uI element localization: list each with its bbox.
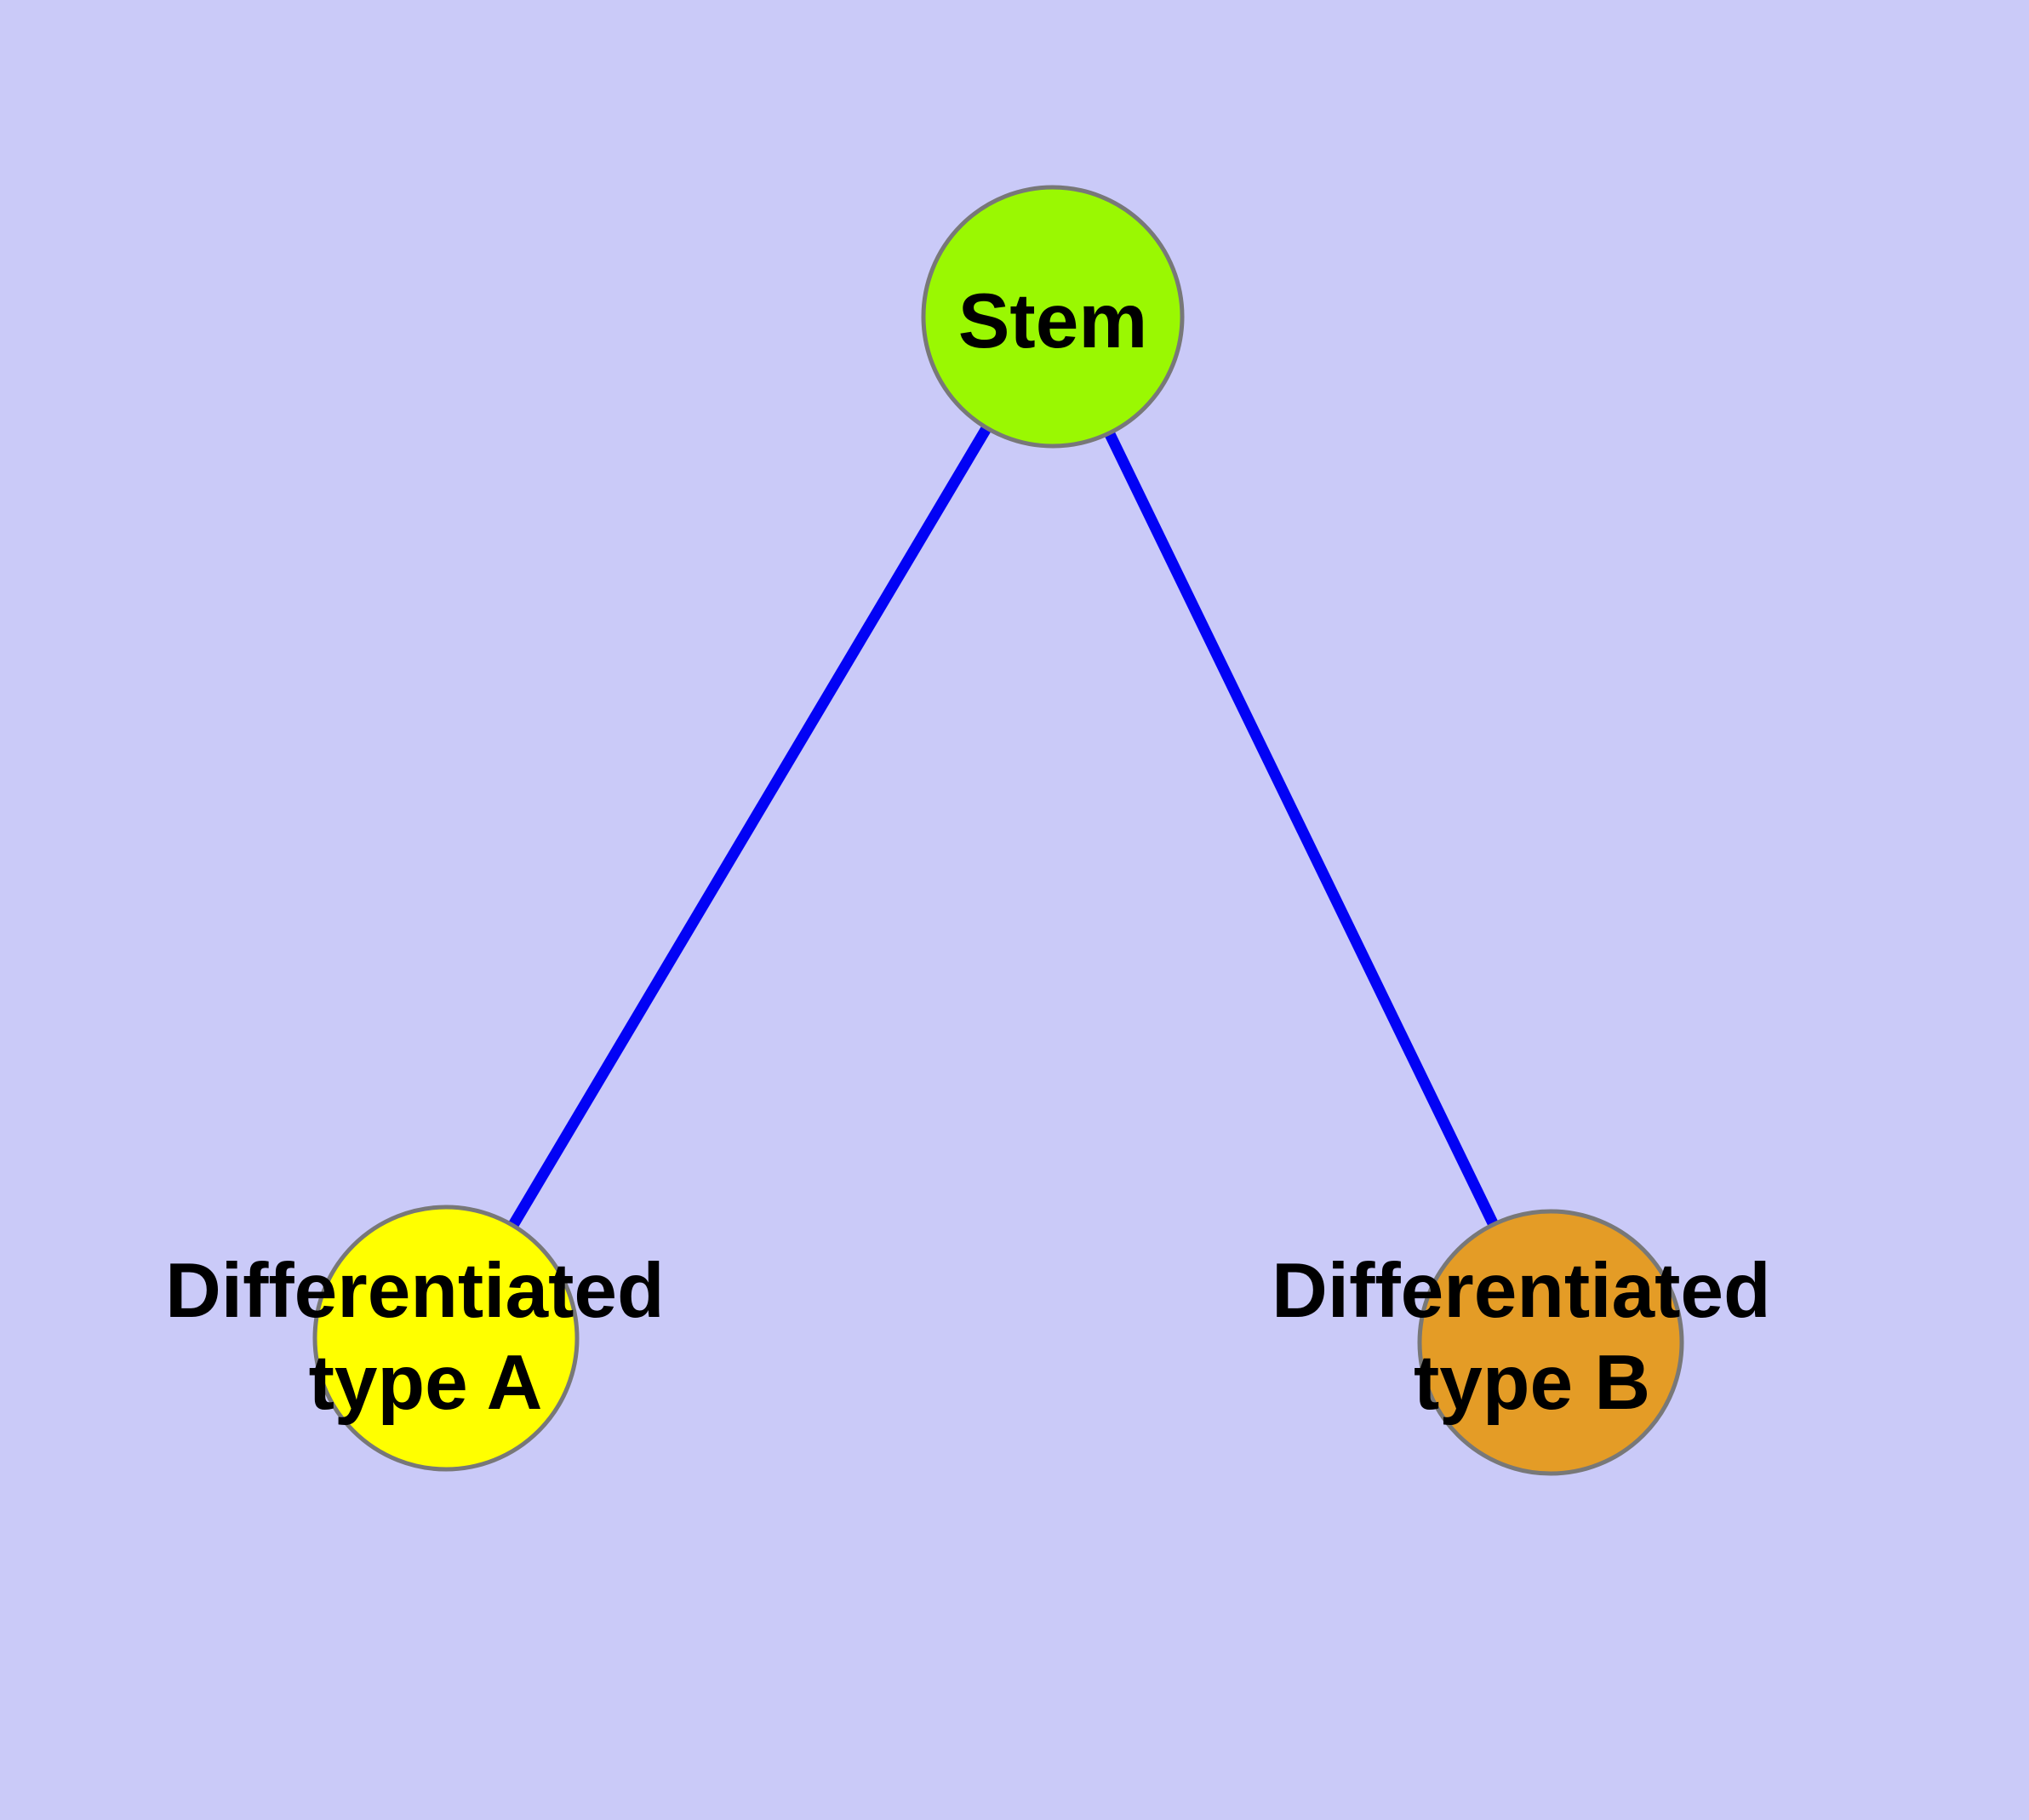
node-stem-circle xyxy=(921,185,1185,449)
node-type-a-label-line1: Differentiated xyxy=(165,1248,665,1334)
node-type-b-label-line1: Differentiated xyxy=(1272,1248,1771,1334)
node-type-a-label-line2: type A xyxy=(309,1340,543,1426)
edge-stem-to-type-a xyxy=(441,313,1058,1342)
node-type-a-circle xyxy=(312,1205,580,1472)
node-type-a-label: Differentiated type A xyxy=(165,1248,686,1426)
node-type-b-label-line2: type B xyxy=(1414,1340,1650,1426)
edge-stem-to-type-b xyxy=(1048,314,1556,1345)
node-stem-label: Stem xyxy=(958,278,1148,364)
node-type-b-circle xyxy=(1417,1209,1684,1476)
node-type-b-label: Differentiated type B xyxy=(1272,1248,1792,1426)
